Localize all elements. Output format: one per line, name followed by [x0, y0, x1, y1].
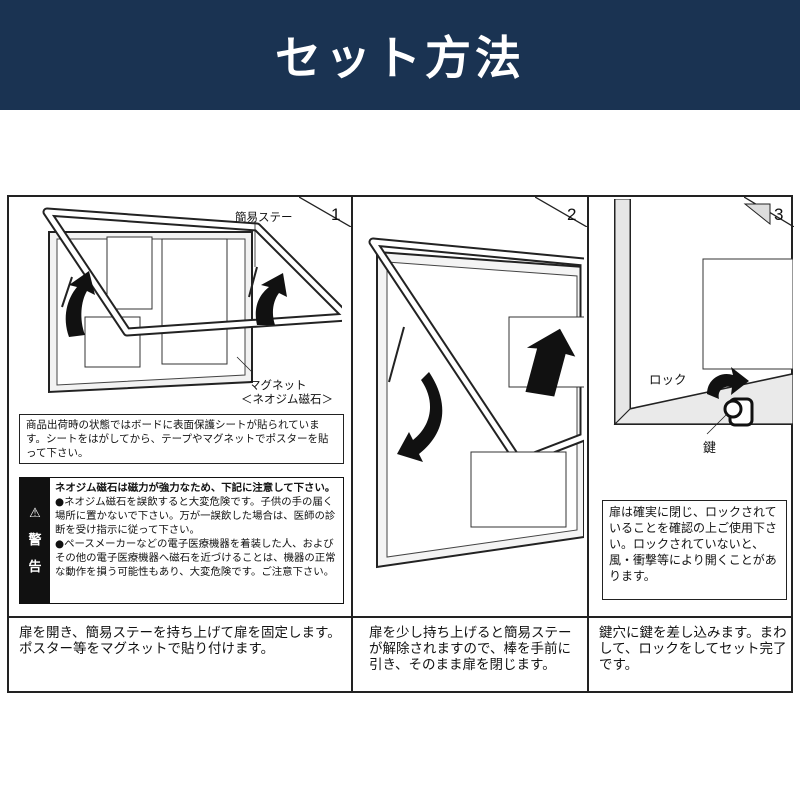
- step-1-illustration: [42, 207, 342, 394]
- step-2-illustration: [368, 237, 584, 569]
- lock-label: ロック: [649, 372, 687, 387]
- warning-text: ネオジム磁石は磁力が強力なため、下記に注意して下さい。 ●ネオジム磁石を誤飲する…: [55, 481, 339, 579]
- step-1-note-text: 商品出荷時の状態ではボードに表面保護シートが貼られています。シートをはがしてから…: [26, 419, 329, 459]
- step-2-number: 2: [567, 205, 577, 224]
- warning-item-1: ●ネオジム磁石を誤飲すると大変危険です。子供の手の届く場所に置かないで下さい。万…: [55, 496, 336, 536]
- step-3-note-text: 扉は確実に閉じ、ロックされていることを確認の上ご使用下さい。ロックされていないと…: [609, 505, 778, 583]
- step-3-number: 3: [774, 205, 784, 224]
- page-title: セット方法: [275, 31, 525, 85]
- warning-label-1: 警: [28, 533, 42, 548]
- step-1-caption: 扉を開き、簡易ステーを持ち上げて扉を固定します。ポスター等をマグネットで貼り付け…: [19, 625, 341, 657]
- title-banner: セット方法: [0, 0, 800, 110]
- step-1-note-box: 商品出荷時の状態ではボードに表面保護シートが貼られています。シートをはがしてから…: [19, 414, 344, 464]
- step-1-number: 1: [331, 205, 341, 224]
- divider: [587, 197, 589, 691]
- instruction-sheet: 1 簡易ステー マグネット ＜ネオジム磁石＞ 商品出荷時の状態で: [7, 195, 794, 693]
- warning-triangle-icon: ⚠: [29, 506, 41, 521]
- step-3-caption: 鍵穴に鍵を差し込みます。まわして、ロックをしてセット完了です。: [599, 625, 787, 673]
- divider: [351, 197, 353, 691]
- magnet-sub-label: ＜ネオジム磁石＞: [241, 392, 333, 406]
- step-3-note-box: 扉は確実に閉じ、ロックされていることを確認の上ご使用下さい。ロックされていないと…: [602, 500, 787, 600]
- stay-label: 簡易ステー: [235, 210, 293, 224]
- warning-heading: ネオジム磁石は磁力が強力なため、下記に注意して下さい。: [55, 482, 336, 494]
- step-2-corner-tab: [535, 197, 587, 227]
- magnet-label: マグネット: [249, 378, 307, 392]
- key-label: 鍵: [703, 441, 717, 456]
- step-2-caption: 扉を少し持ち上げると簡易ステーが解除されますので、棒を手前に引き、そのまま扉を閉…: [369, 625, 572, 673]
- warning-item-2: ●ペースメーカーなどの電子医療機器を着装した人、およびその他の電子医療機器へ磁石…: [55, 538, 336, 578]
- warning-side: ⚠ 警 告: [20, 478, 50, 603]
- step-1-corner-tab: [299, 197, 351, 227]
- warning-label-2: 告: [28, 560, 42, 575]
- warning-box: ⚠ 警 告 ネオジム磁石は磁力が強力なため、下記に注意して下さい。 ●ネオジム磁…: [19, 477, 344, 604]
- divider: [9, 616, 791, 618]
- step-3-illustration: [613, 199, 793, 435]
